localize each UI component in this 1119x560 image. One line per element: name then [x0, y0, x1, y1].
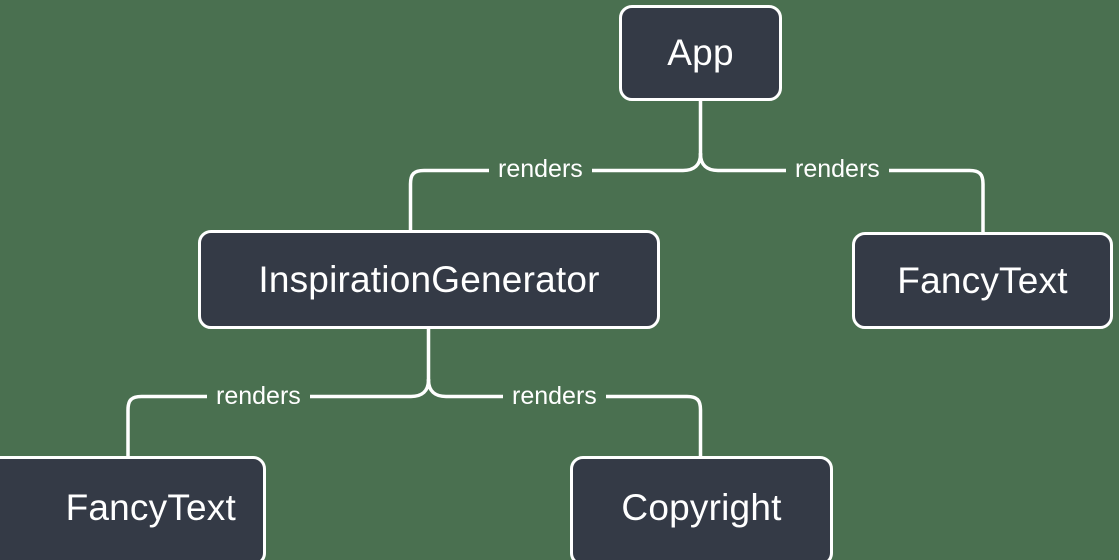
edge-label-app-to-fancy-text: renders: [786, 157, 889, 182]
node-inspiration-generator[interactable]: InspirationGenerator: [198, 230, 660, 329]
node-copyright-label: Copyright: [621, 487, 782, 528]
node-app[interactable]: App: [619, 5, 782, 101]
edge-label-inspiration-generator-to-fancy-text: renders: [207, 384, 310, 409]
node-inspiration-generator-label: InspirationGenerator: [258, 258, 600, 300]
node-app-label: App: [667, 32, 734, 73]
node-copyright[interactable]: Copyright: [570, 456, 833, 560]
node-fancy-text-right-label: FancyText: [897, 259, 1068, 301]
node-fancy-text-left[interactable]: FancyText: [0, 456, 266, 560]
wire-inspgen-split-right: [426, 378, 703, 458]
edge-label-inspiration-generator-to-copyright: renders: [503, 384, 606, 409]
node-fancy-text-right[interactable]: FancyText: [852, 232, 1113, 329]
wire-app-split-right: [698, 152, 985, 234]
wire-inspgen-split-left: [126, 378, 431, 458]
edge-label-app-to-inspiration-generator: renders: [489, 157, 592, 182]
wire-app-split-left: [408, 152, 703, 232]
node-fancy-text-left-label: FancyText: [65, 487, 236, 528]
